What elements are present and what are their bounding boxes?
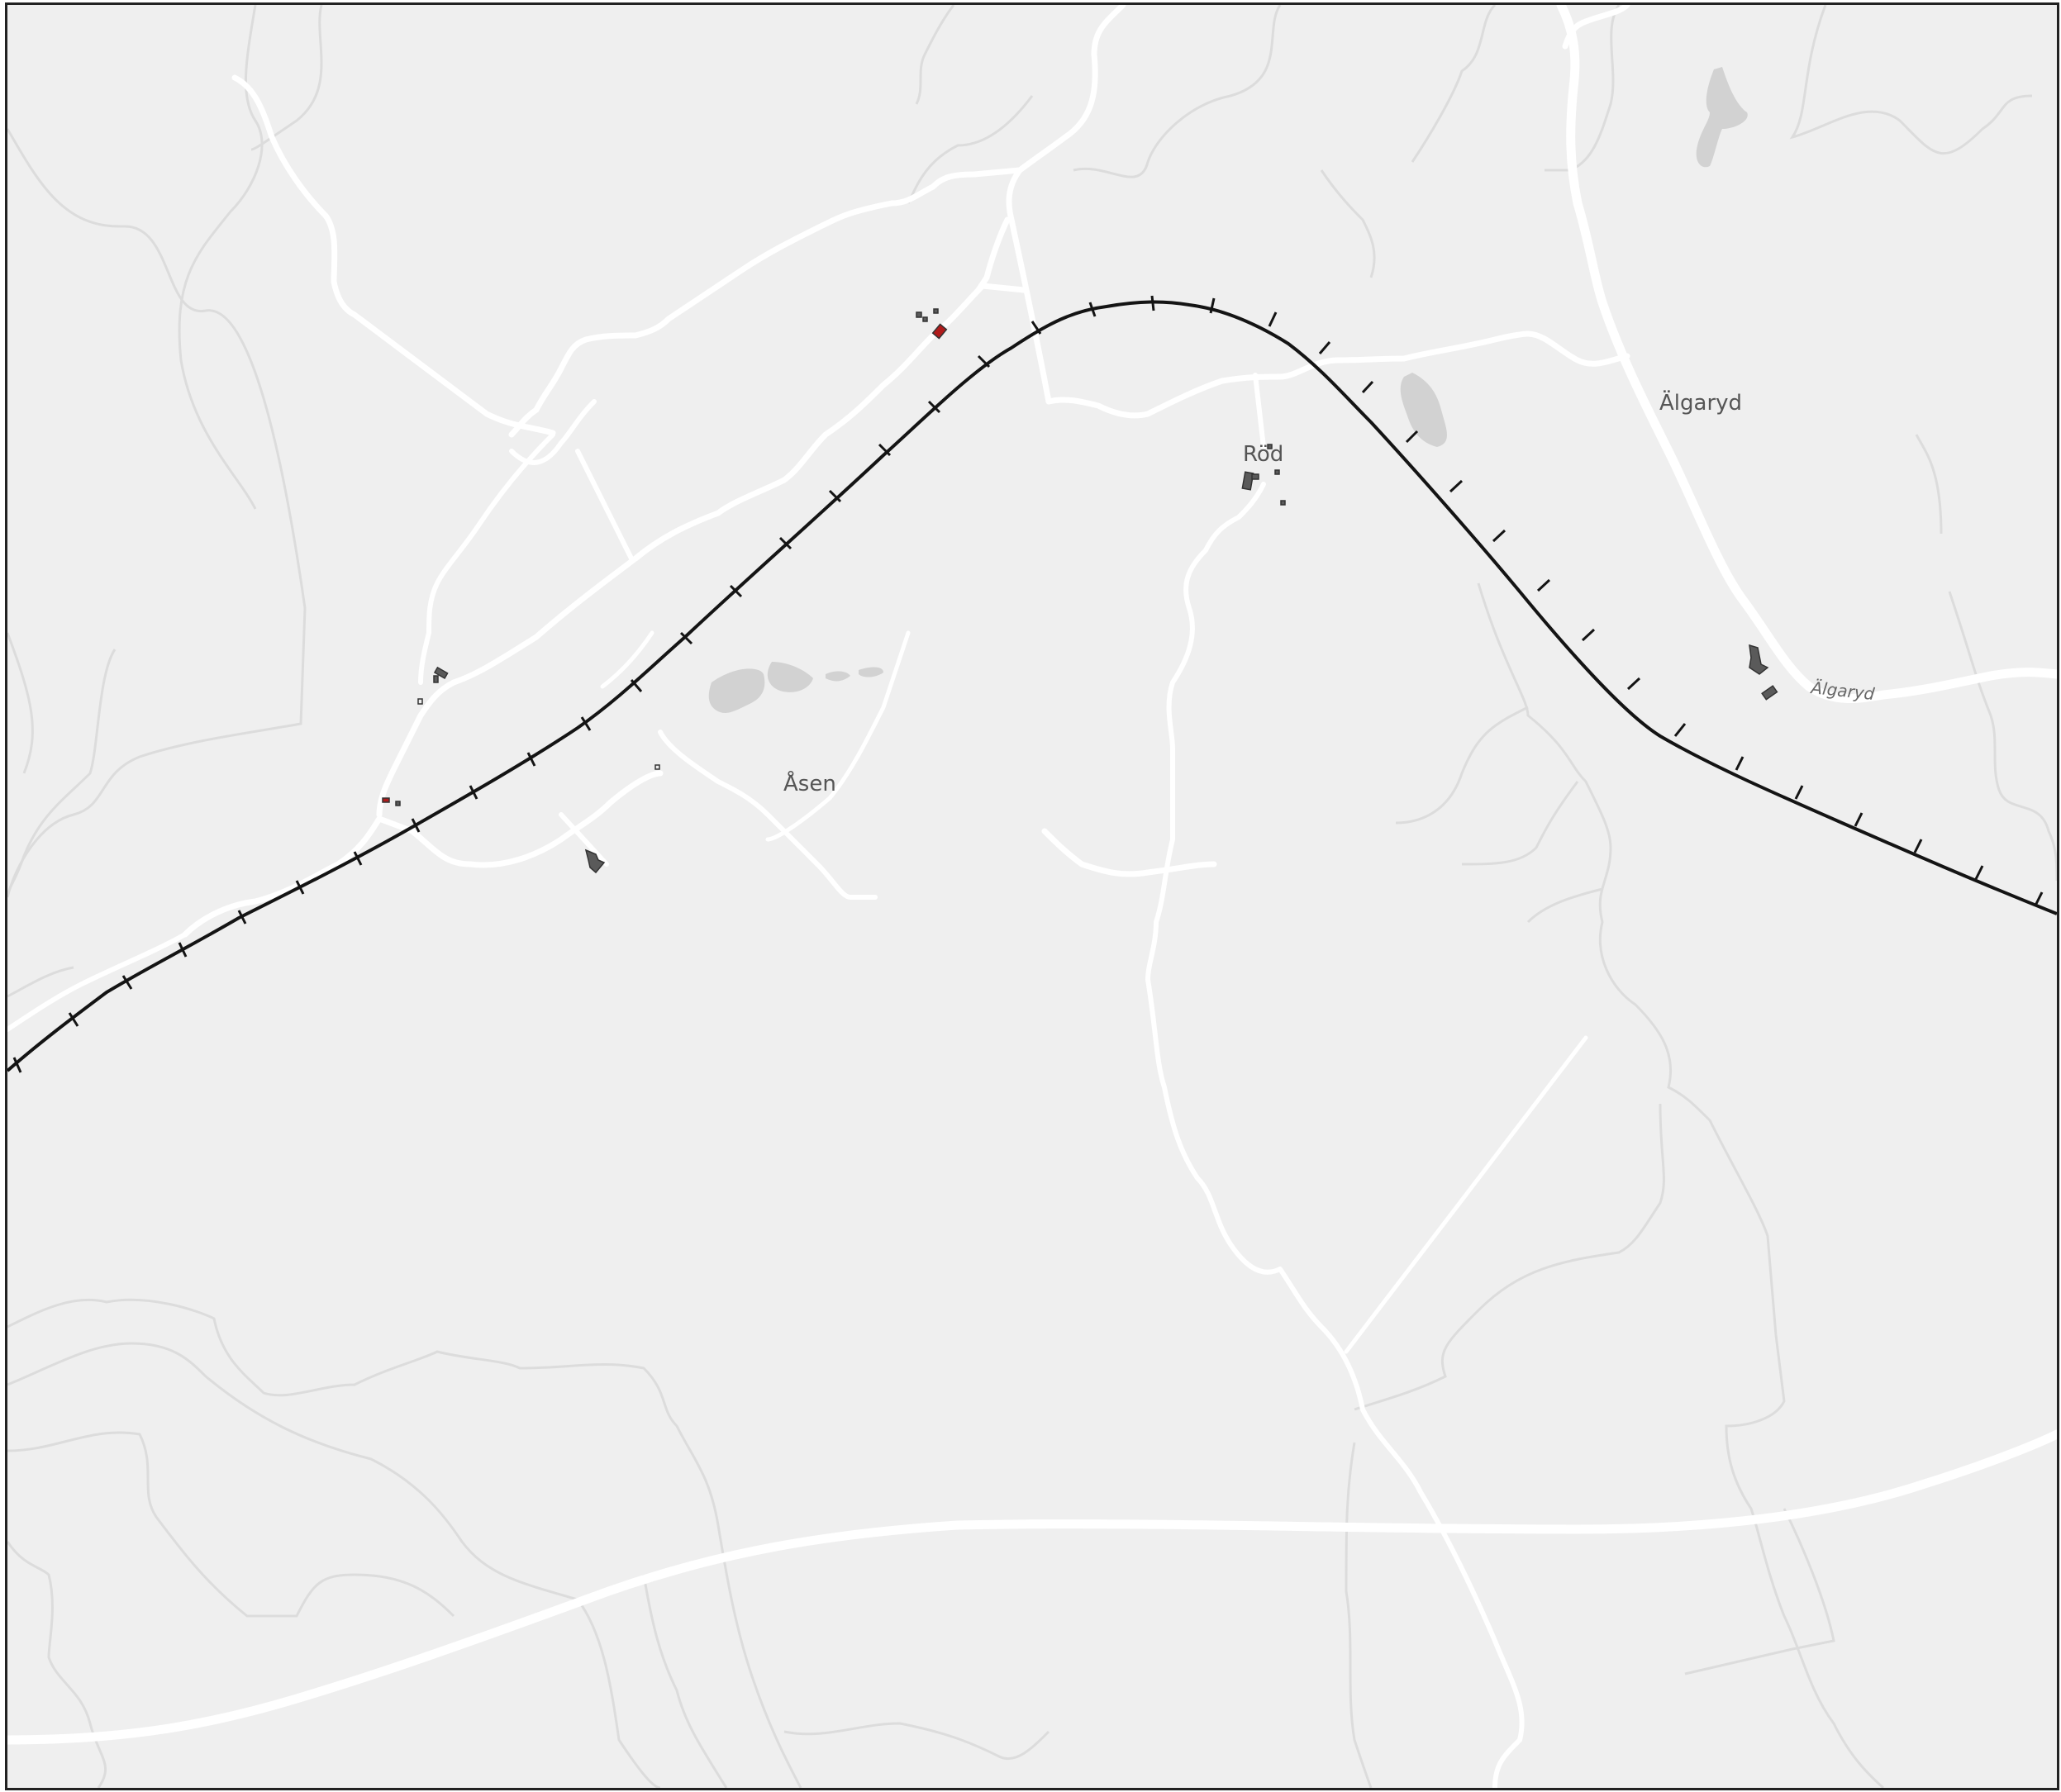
place-label-rod: Röd (1243, 442, 1283, 467)
building-icon (382, 797, 390, 803)
building-icon (395, 801, 401, 806)
building-icon (433, 666, 449, 679)
place-label-asen: Åsen (783, 770, 836, 796)
road-network[interactable] (7, 5, 2057, 1788)
land-background (7, 5, 2057, 1788)
building-icon (922, 316, 928, 322)
building-icon (1241, 471, 1254, 491)
building-icon (1749, 644, 1769, 675)
building-icon (584, 848, 606, 874)
railway-ties (12, 295, 2044, 1073)
place-label-algaryd: Älgaryd (1659, 389, 1742, 416)
building-icon (1280, 500, 1286, 506)
building-icon (417, 698, 423, 705)
terrain-lines (7, 5, 2057, 1788)
building-icon (931, 323, 948, 340)
building-icon (933, 308, 939, 314)
building-icon (1267, 444, 1273, 449)
building-icon (433, 675, 439, 683)
building-icon (1251, 473, 1259, 480)
building-icon (916, 311, 922, 318)
railway-line (7, 295, 2057, 1073)
buildings (382, 308, 1778, 874)
water-bodies (708, 67, 1748, 713)
map-canvas[interactable]: Älgaryd Röd Åsen Älgaryd (7, 5, 2057, 1788)
building-icon (1761, 685, 1778, 701)
building-icon (1274, 469, 1280, 475)
building-icon (654, 764, 660, 770)
map-view[interactable]: Älgaryd Röd Åsen Älgaryd (5, 2, 2059, 1790)
